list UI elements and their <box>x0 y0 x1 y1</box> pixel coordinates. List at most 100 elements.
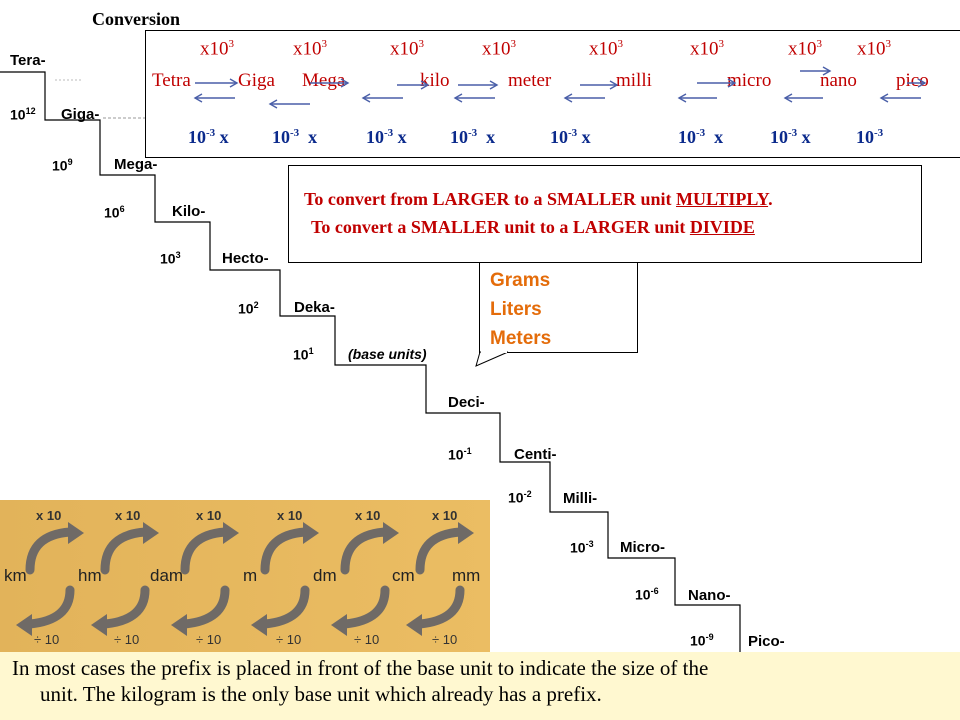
img-top-label: x 10 <box>196 508 222 523</box>
divider: 10-3 x <box>188 127 229 148</box>
divider: 10-3 <box>856 127 883 148</box>
prefix-tera: Tera- <box>10 52 46 69</box>
divider: 10-3 x <box>272 127 317 148</box>
power-exp: -9 <box>705 632 714 642</box>
prefix-giga: Giga- <box>61 106 100 123</box>
div-exp: -3 <box>384 127 394 139</box>
multiplier: x103 <box>857 38 891 60</box>
multiplier: x103 <box>293 38 327 60</box>
conversion-arrows-graphic <box>0 500 490 652</box>
rule-emphasis: MULTIPLY <box>676 189 769 209</box>
mult-text: x10 <box>857 38 886 60</box>
prefix-milli: Milli- <box>563 490 598 507</box>
mult-text: x10 <box>390 38 419 60</box>
power-exp: 2 <box>253 300 259 310</box>
img-bottom-label: ÷ 10 <box>196 632 222 647</box>
mult-exp: 3 <box>228 38 235 50</box>
power-exp: 6 <box>119 204 125 214</box>
prefix-centi: Centi- <box>514 446 557 463</box>
power-base: 10 <box>448 446 464 463</box>
rule-text: To convert a SMALLER unit to a LARGER un… <box>311 217 690 237</box>
divider: 10-3 x <box>550 127 591 148</box>
unit-mega: Mega <box>302 70 346 91</box>
mult-text: x10 <box>690 38 719 60</box>
power-base: 10 <box>160 250 176 267</box>
img-top-label: x 10 <box>115 508 141 523</box>
img-unit: dam <box>150 566 184 585</box>
img-top-label: x 10 <box>277 508 303 523</box>
img-unit: m <box>243 566 258 585</box>
img-unit: dm <box>313 566 337 585</box>
multiplier: x103 <box>390 38 424 60</box>
prefix-base-units: (base units) <box>348 346 427 362</box>
rule-multiply: To convert from LARGER to a SMALLER unit… <box>304 189 773 210</box>
power-base: 10 <box>293 346 309 363</box>
power-exp: -6 <box>650 586 659 596</box>
conversion-title: Conversion <box>92 9 181 29</box>
mult-exp: 3 <box>418 38 425 50</box>
div-x: x <box>397 127 407 147</box>
conversion-arrows <box>193 66 927 109</box>
img-unit: cm <box>392 566 415 585</box>
img-bottom-label: ÷ 10 <box>114 632 140 647</box>
div-text: 10 <box>770 127 788 147</box>
power-nano: 10-6 <box>635 586 659 603</box>
power-base-units: 101 <box>293 346 314 363</box>
power-base: 10 <box>52 157 68 174</box>
power-base: 10 <box>508 489 524 506</box>
prefix-deci: Deci- <box>448 394 485 411</box>
prefix-pico: Pico- <box>748 633 785 650</box>
mult-exp: 3 <box>718 38 725 50</box>
power-pico: 10-9 <box>690 632 714 649</box>
power-base: 10 <box>690 632 706 649</box>
divider: 10-3 x <box>770 127 811 148</box>
div-text: 10 <box>550 127 568 147</box>
power-exp: 1 <box>308 346 314 356</box>
div-exp: -3 <box>874 127 884 139</box>
power-giga: 1012 <box>10 106 36 123</box>
unit-milli: milli <box>616 70 652 91</box>
img-bottom-label: ÷ 10 <box>354 632 380 647</box>
power-base: 10 <box>635 586 651 603</box>
prefix-deka: Deka- <box>294 299 335 316</box>
div-exp: -3 <box>568 127 578 139</box>
power-exp: 9 <box>67 157 73 167</box>
power-mega: 109 <box>52 157 73 174</box>
divider: 10-3 x <box>678 127 723 148</box>
power-exp: 12 <box>25 106 36 116</box>
base-units-box <box>479 258 638 353</box>
multiplier: x103 <box>788 38 822 60</box>
footer-note: In most cases the prefix is placed in fr… <box>0 652 960 720</box>
power-exp: -2 <box>523 489 532 499</box>
div-text: 10 <box>272 127 290 147</box>
div-exp: -3 <box>696 127 706 139</box>
mult-text: x10 <box>788 38 817 60</box>
div-exp: -3 <box>788 127 798 139</box>
power-hecto: 103 <box>160 250 181 267</box>
div-x: x <box>308 127 318 147</box>
divider: 10-3 x <box>366 127 407 148</box>
div-exp: -3 <box>468 127 478 139</box>
div-x: x <box>801 127 811 147</box>
img-bottom-label: ÷ 10 <box>276 632 302 647</box>
power-base: 10 <box>10 106 26 123</box>
div-exp: -3 <box>290 127 300 139</box>
power-base: 10 <box>104 204 120 221</box>
power-base: 10 <box>238 300 254 317</box>
img-top-label: x 10 <box>36 508 62 523</box>
power-centi: 10-1 <box>448 446 472 463</box>
mult-exp: 3 <box>617 38 624 50</box>
mult-text: x10 <box>293 38 322 60</box>
div-text: 10 <box>450 127 468 147</box>
mult-exp: 3 <box>510 38 517 50</box>
mult-text: x10 <box>200 38 229 60</box>
power-exp: -3 <box>585 539 594 549</box>
rule-text: To convert from LARGER to a SMALLER unit <box>304 189 677 209</box>
img-top-label: x 10 <box>355 508 381 523</box>
div-x: x <box>486 127 496 147</box>
base-unit-liters: Liters <box>490 299 542 320</box>
div-text: 10 <box>366 127 384 147</box>
div-x: x <box>581 127 591 147</box>
conversion-rules-box <box>288 165 922 263</box>
